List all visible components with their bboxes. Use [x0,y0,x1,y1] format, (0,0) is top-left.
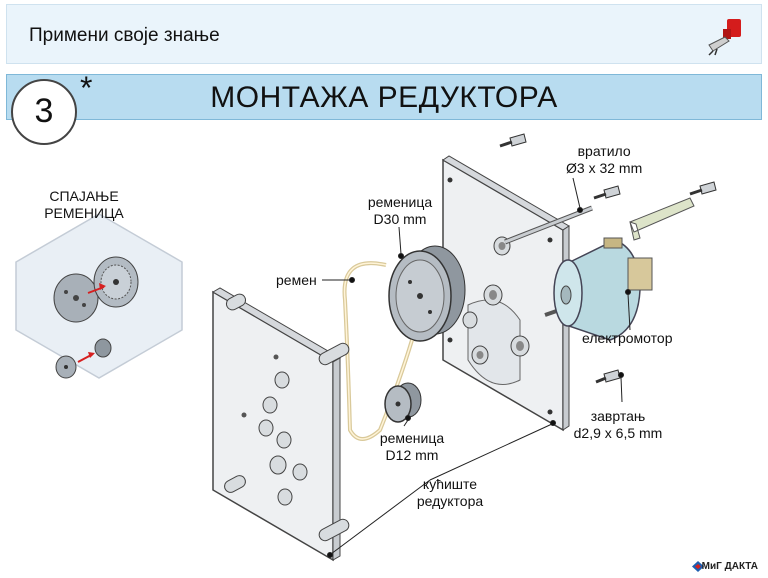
housing-label: кућиште редуктора [416,476,484,509]
brand-logo-icon [692,561,704,572]
brand-name: МиГ ДАКТА [701,561,758,572]
motor-bracket [629,197,695,241]
small-pulley [384,382,422,423]
screw-label: завртањ d2,9 x 6,5 mm [573,408,663,441]
page-title: МОНТАЖА РЕДУКТОРА [210,81,558,114]
title-bar: МОНТАЖА РЕДУКТОРА [6,74,762,120]
difficulty-marker: * [80,70,93,106]
leader-lines [322,177,631,558]
caliper-logo-icon [708,19,741,56]
electric-motor [553,237,653,341]
small-pulley-label: ременица D12 mm [379,430,445,463]
pulley-inset [15,213,183,379]
large-pulley [388,245,466,342]
header-title: Примени своје знање [29,25,220,46]
inset-title: СПАЈАЊЕ РЕМЕНИЦА [44,188,124,221]
exercise-number: 3 [11,79,77,145]
large-pulley-label: ременица D30 mm [367,194,433,227]
motor-label: електромотор [582,330,673,346]
header-bar: Примени своје знање [6,4,762,64]
back-housing-plate [442,155,570,432]
belt-label: ремен [276,272,317,288]
screw-icon [499,133,717,384]
shaft-label: вратило Ø3 x 32 mm [566,143,643,176]
front-housing-plate [212,287,350,562]
